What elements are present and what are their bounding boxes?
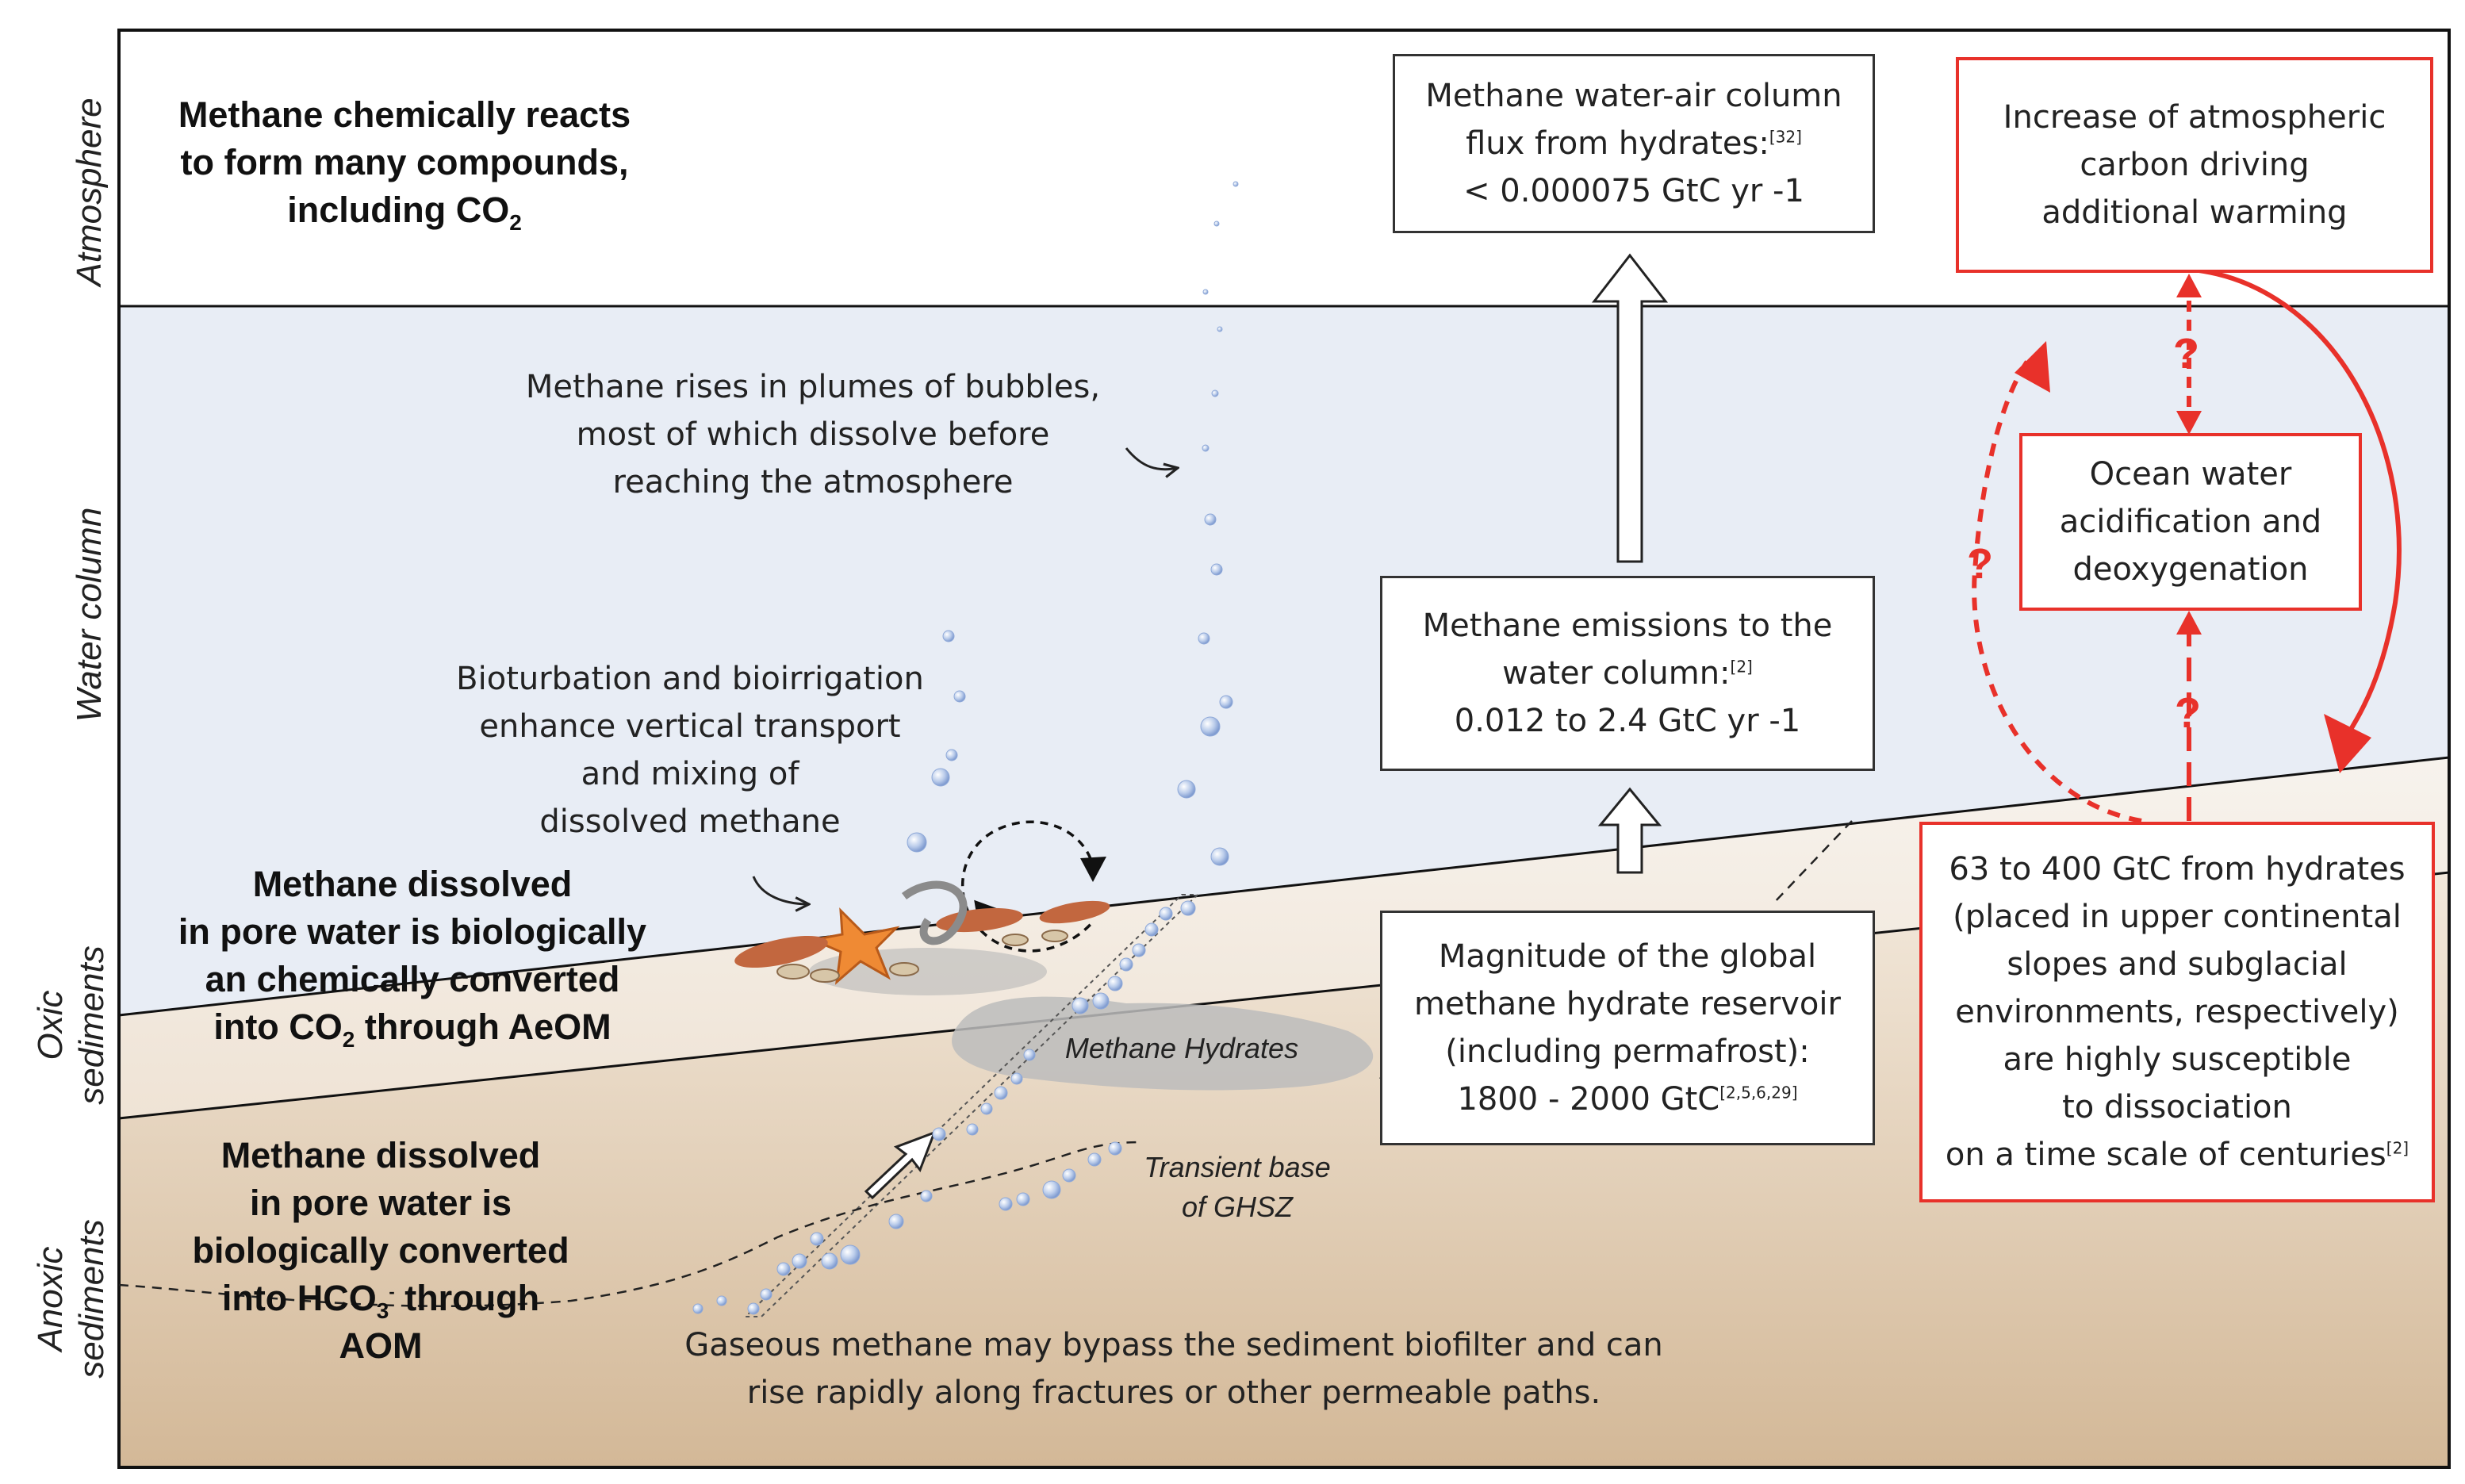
- plumes-leader-arrow: [1125, 447, 1178, 470]
- methane-bubble: [999, 1197, 1013, 1211]
- methane-bubble: [888, 1214, 904, 1229]
- ghsz-base-line: [118, 1141, 1143, 1307]
- methane-bubble: [994, 1086, 1008, 1100]
- reservoir-box: Magnitude of the global methane hydrate …: [1380, 911, 1875, 1145]
- bioturbation-leader-arrow: [752, 876, 809, 904]
- feedback-loop-left-arrowhead: [2015, 341, 2050, 393]
- question-mark-lower: ?: [2175, 689, 2201, 737]
- reservoir-to-emissions-arrow: [1597, 787, 1662, 874]
- feedback-loop-right-arrowhead: [2324, 714, 2371, 773]
- seafloor-organisms: [734, 880, 1110, 985]
- reservoir-leader-line: [1772, 820, 1853, 905]
- methane-bubble: [980, 1102, 993, 1115]
- methane-hydrates-label: Methane Hydrates: [1064, 1032, 1299, 1064]
- methane-bubble: [747, 1302, 760, 1315]
- methane-bubble: [953, 690, 966, 703]
- atmosphere-reaction-text: Methane chemically reacts to form many c…: [178, 94, 631, 235]
- methane-bubble: [920, 1190, 933, 1202]
- susceptible-hydrates-box: 63 to 400 GtC from hydrates (placed in u…: [1919, 822, 2435, 1202]
- methane-bubble: [1217, 326, 1223, 332]
- methane-bubble: [1210, 563, 1223, 576]
- methane-bubble: [821, 1252, 838, 1270]
- plumes-text: Methane rises in plumes of bubbles,most …: [525, 369, 1101, 500]
- air-flux-box: Methane water-air column flux from hydra…: [1393, 54, 1875, 233]
- methane-bubble: [1132, 943, 1146, 957]
- anoxic-conversion-text: Methane dissolved in pore water is biolo…: [192, 1135, 569, 1366]
- methane-bubble: [1062, 1168, 1076, 1183]
- oxic-sediment-area: [119, 757, 2449, 1118]
- methane-bubble: [1177, 780, 1196, 799]
- methane-bubble: [1211, 389, 1219, 397]
- diagram-frame: [117, 29, 2451, 1469]
- methane-bubble: [1087, 1152, 1102, 1167]
- feedback-loop-left: [1972, 355, 2142, 823]
- oxic-conversion-text: Methane dissolved in pore water is biolo…: [178, 864, 647, 1052]
- methane-bubble: [932, 1127, 946, 1141]
- methane-bubble: [966, 1123, 979, 1136]
- methane-bubble: [1213, 220, 1220, 227]
- methane-bubble: [1202, 444, 1209, 452]
- zone-label-atmosphere: Atmosphere: [70, 98, 109, 286]
- question-mark-upper: ?: [2173, 330, 2199, 378]
- methane-bubble: [716, 1295, 727, 1306]
- mixing-arrowhead-top: [1080, 857, 1106, 882]
- water-column-area: [119, 306, 2449, 1015]
- acidification-box: Ocean water acidification and deoxygenat…: [2019, 433, 2362, 611]
- methane-bubble: [776, 1262, 791, 1276]
- methane-bubble: [942, 630, 955, 642]
- mixing-cycle-arrow: [960, 820, 1096, 953]
- methane-bubble: [1092, 992, 1110, 1010]
- methane-bubble: [810, 1232, 824, 1246]
- carbon-to-acid-top-head: [2176, 274, 2202, 297]
- feedback-loop-right: [2192, 267, 2402, 751]
- emissions-box: Methane emissions to the water column:[2…: [1380, 576, 1875, 771]
- methane-bubble: [692, 1303, 703, 1314]
- methane-bubble: [1200, 716, 1221, 737]
- methane-bubble: [1042, 1180, 1061, 1199]
- methane-bubble: [1108, 1141, 1122, 1156]
- fracture-up-arrow: [864, 1130, 937, 1200]
- methane-bubble: [760, 1288, 772, 1301]
- methane-bubble: [945, 749, 958, 761]
- hydrates-to-acid-head: [2176, 611, 2202, 635]
- methane-bubble: [907, 832, 927, 853]
- methane-bubble: [1219, 695, 1233, 709]
- methane-bubble: [1119, 957, 1133, 972]
- methane-bubble: [931, 768, 950, 787]
- methane-bubble: [1204, 513, 1217, 526]
- methane-bubble: [1010, 1072, 1023, 1085]
- methane-bubble: [1016, 1192, 1030, 1206]
- methane-bubble: [1159, 907, 1173, 921]
- methane-bubble: [792, 1253, 807, 1269]
- methane-bubble: [840, 1244, 861, 1265]
- methane-bubbles: [692, 181, 1239, 1315]
- methane-bubble: [1210, 847, 1229, 866]
- seafloor-line: [118, 756, 2450, 1017]
- methane-bubble: [1232, 181, 1239, 187]
- question-mark-left: ?: [1967, 540, 1993, 588]
- methane-bubble: [1180, 900, 1196, 916]
- carbon-to-acid-bottom-head: [2176, 411, 2202, 435]
- emissions-to-atmosphere-arrow: [1591, 253, 1669, 563]
- methane-bubble: [1144, 922, 1159, 937]
- zone-label-water-column: Water column: [70, 507, 109, 723]
- methane-bubble: [1107, 976, 1123, 991]
- methane-bubble: [1202, 289, 1209, 295]
- methane-hydrates-patch: [952, 996, 1374, 1091]
- methane-bubble: [1023, 1049, 1036, 1061]
- atmospheric-carbon-box: Increase of atmospheric carbon driving a…: [1956, 57, 2433, 273]
- gaseous-methane-text: Gaseous methane may bypass the sediment …: [684, 1327, 1663, 1411]
- methane-bubble: [1198, 632, 1210, 645]
- methane-bubble: [1071, 997, 1089, 1014]
